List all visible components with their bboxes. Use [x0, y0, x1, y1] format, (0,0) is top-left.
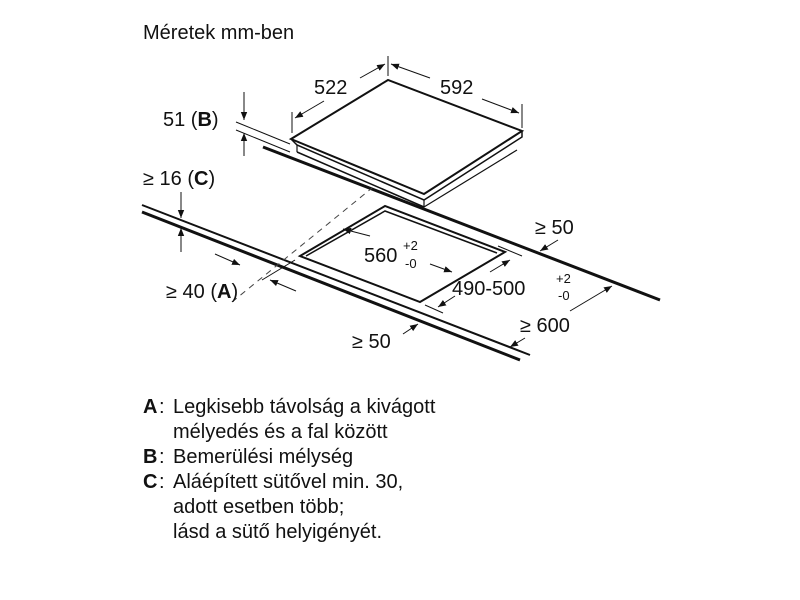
dim-50-right	[539, 239, 559, 252]
label-51-b: 51 (B)	[163, 109, 219, 131]
dim-592	[390, 63, 523, 128]
label-560: 560	[364, 245, 397, 267]
worktop-front-line	[141, 204, 531, 362]
label-40-a: ≥ 40 (A)	[166, 281, 238, 303]
label-592: 592	[440, 77, 473, 99]
label-490-500-tol-minus: -0	[558, 288, 570, 303]
projection-dashed-line	[231, 187, 373, 303]
legend-item-b: B: Bemerülési mélység	[143, 446, 354, 468]
dim-560	[342, 227, 453, 273]
label-600: ≥ 600	[520, 315, 570, 337]
hob-outline	[288, 78, 525, 208]
label-490-500: 490-500	[452, 278, 525, 300]
dim-522	[291, 56, 389, 133]
legend-key: B	[143, 446, 158, 468]
label-560-tol-plus: +2	[403, 238, 418, 253]
label-50-front: ≥ 50	[352, 331, 391, 353]
dim-600	[509, 285, 613, 348]
legend-key: A	[143, 396, 158, 418]
legend: A: Legkisebb távolság a kivágott mélyedé…	[143, 395, 435, 545]
cutout-outline	[297, 204, 508, 304]
legend-text: Bemerülési mélység	[173, 446, 354, 468]
legend-item-a: A: Legkisebb távolság a kivágott mélyedé…	[143, 396, 436, 443]
dim-51	[235, 92, 291, 156]
diagram-title: Méretek mm-ben	[143, 22, 295, 44]
label-50-right: ≥ 50	[535, 217, 574, 239]
worktop-back-line	[262, 145, 661, 302]
label-490-500-tol-plus: +2	[556, 271, 571, 286]
label-560-tol-minus: -0	[405, 256, 417, 271]
legend-key: C	[143, 471, 158, 493]
legend-text: Legkisebb távolság a kivágott mélyedés é…	[173, 396, 436, 443]
label-522: 522	[314, 77, 347, 99]
legend-text: Aláépített sütővel min. 30, adott esetbe…	[173, 471, 404, 543]
dim-50-front	[402, 323, 419, 335]
label-16-c: ≥ 16 (C)	[143, 168, 215, 190]
legend-item-c: C: Aláépített sütővel min. 30, adott ese…	[143, 471, 404, 543]
dim-490-500	[424, 245, 523, 314]
dim-40	[214, 253, 297, 292]
